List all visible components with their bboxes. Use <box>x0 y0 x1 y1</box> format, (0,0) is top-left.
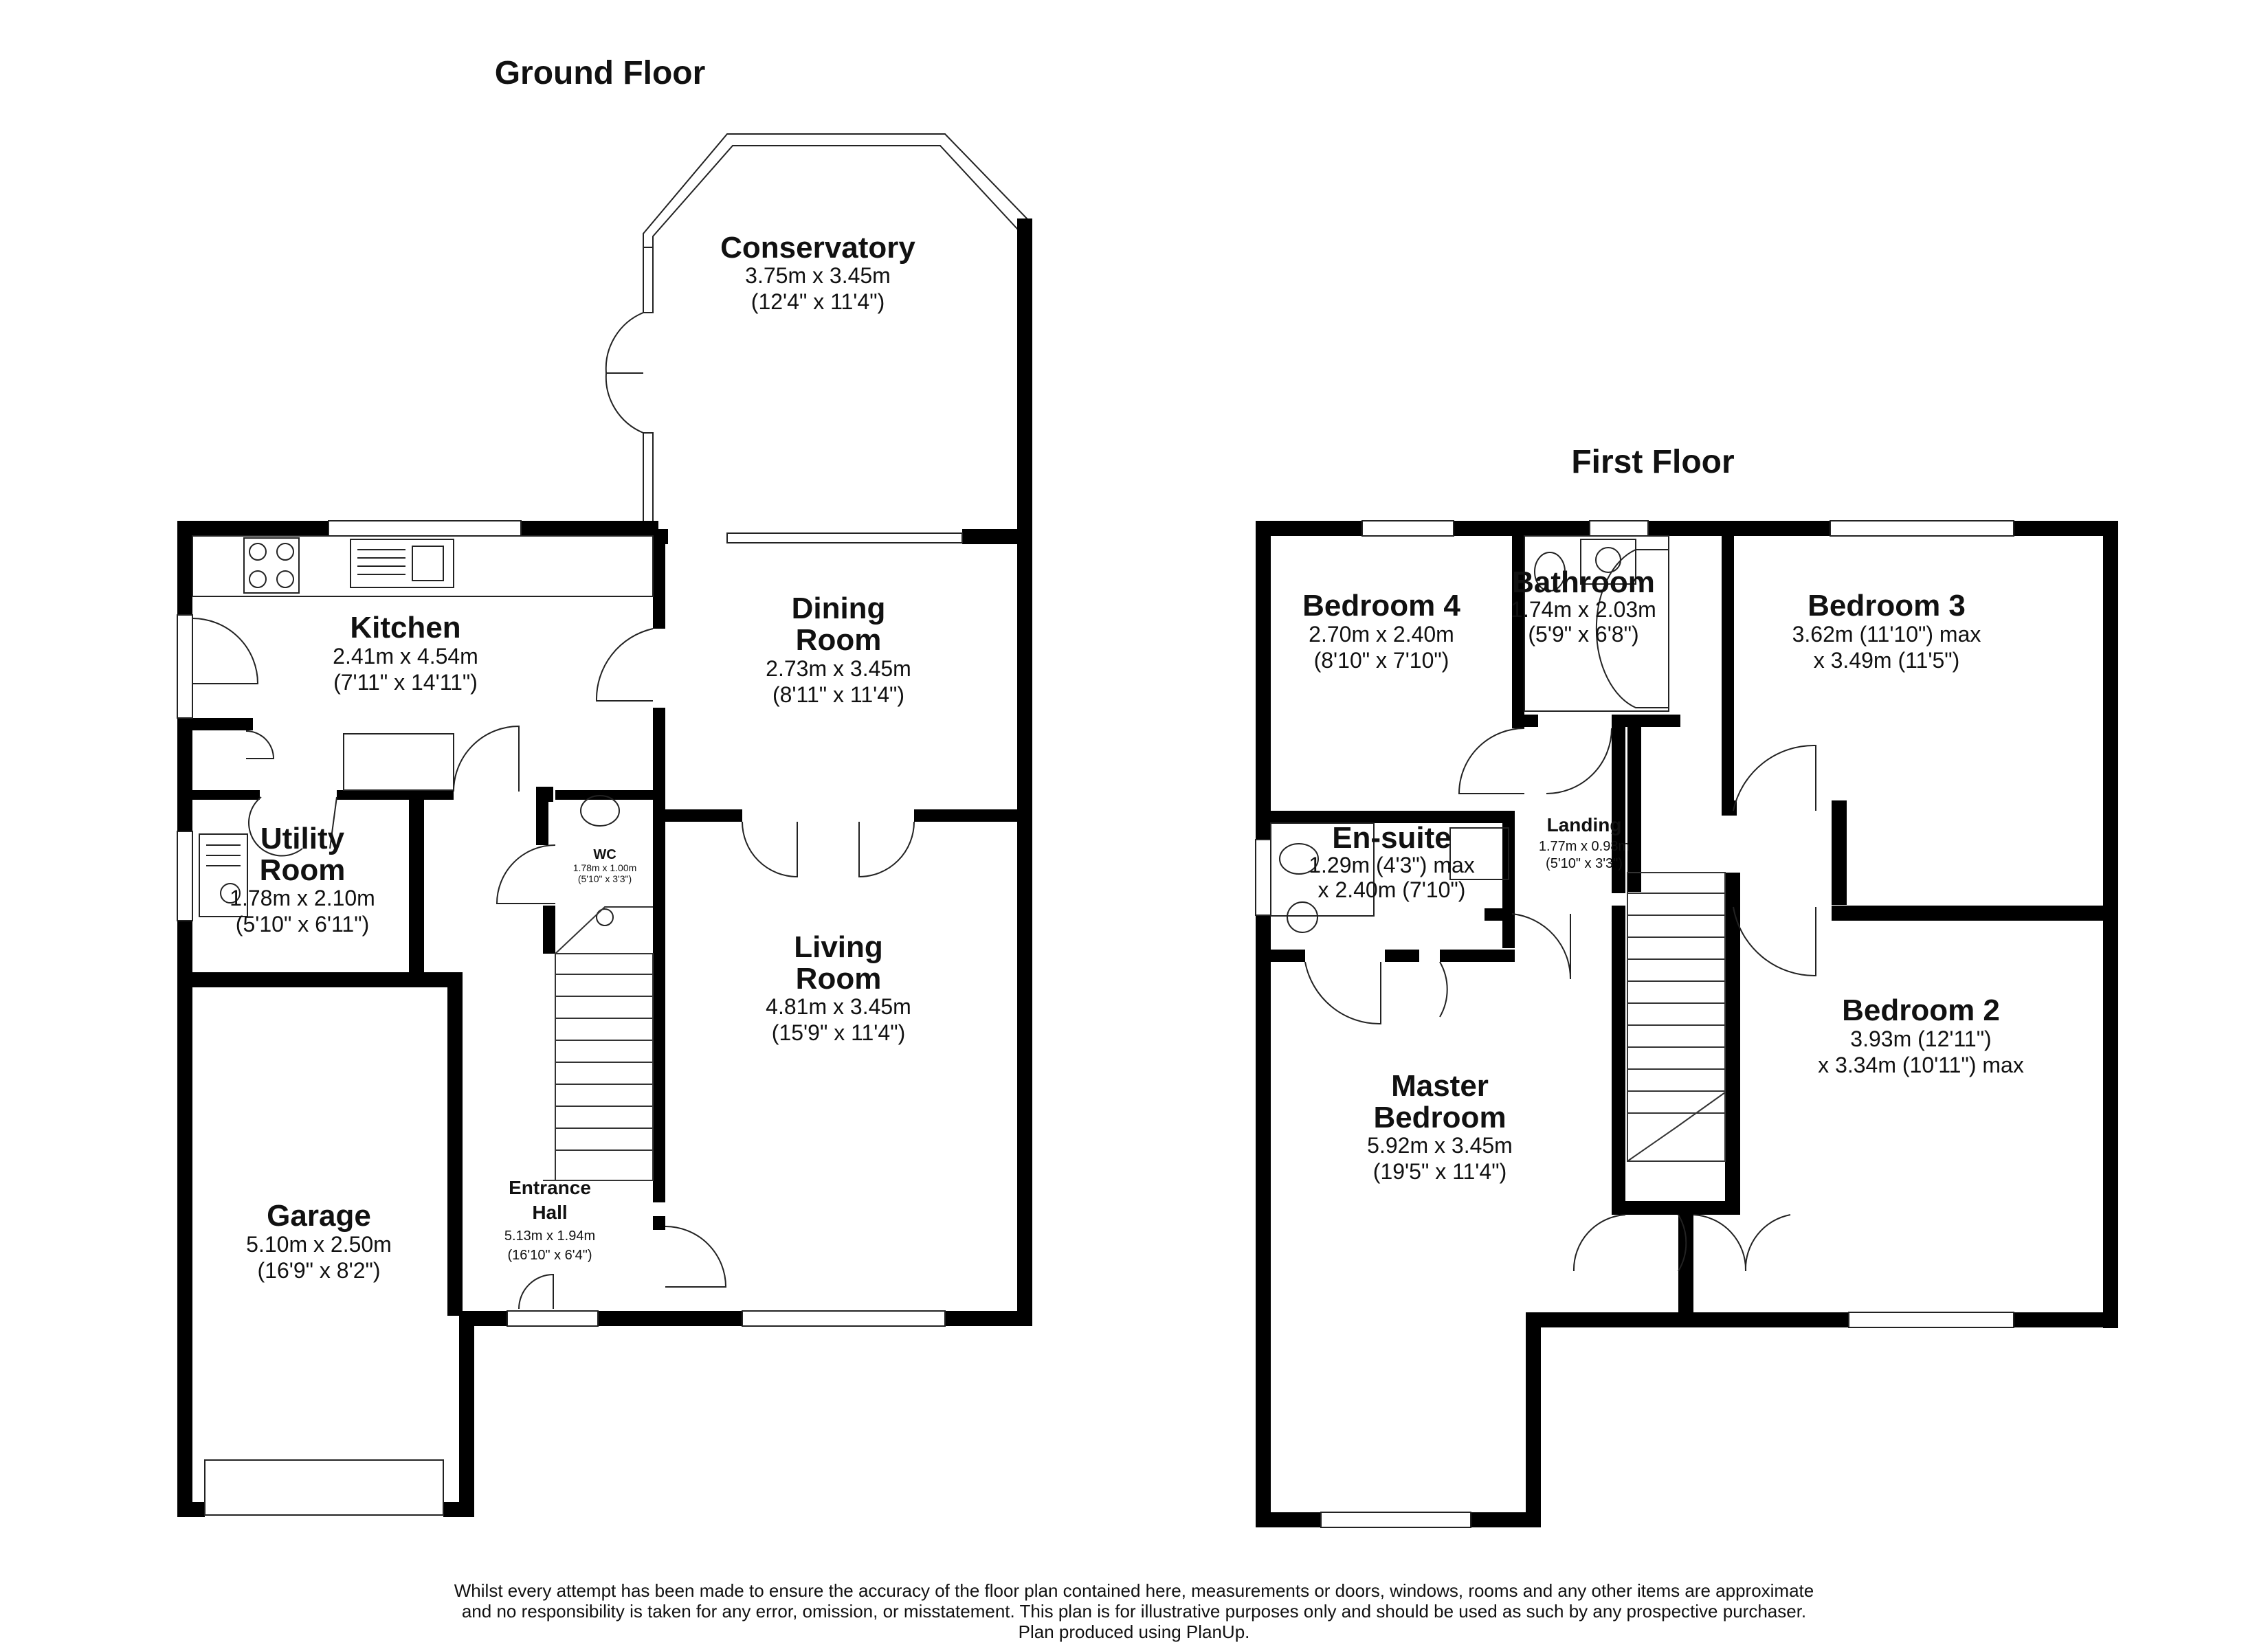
garage-name: Garage <box>267 1199 371 1233</box>
wc-name: WC <box>593 847 616 862</box>
kitchen-name: Kitchen <box>350 611 460 644</box>
master-metric: 5.92m x 3.45m <box>1367 1133 1513 1158</box>
room-label-dining: Dining Room 2.73m x 3.45m (8'11" x 11'4"… <box>766 592 911 707</box>
conservatory-metric: 3.75m x 3.45m <box>745 263 891 288</box>
room-label-garage: Garage 5.10m x 2.50m (16'9" x 8'2") <box>246 1199 392 1283</box>
bedroom3-name: Bedroom 3 <box>1808 589 1966 622</box>
ground-doors <box>192 618 915 1310</box>
living-metric: 4.81m x 3.45m <box>766 994 911 1019</box>
dining-name-line2: Room <box>796 623 882 657</box>
garage-metric: 5.10m x 2.50m <box>246 1232 392 1257</box>
utility-imperial: (5'10" x 6'11") <box>236 912 369 936</box>
dining-metric: 2.73m x 3.45m <box>766 656 911 681</box>
ensuite-line2: x 2.40m (7'10") <box>1318 877 1466 902</box>
utility-name-line2: Room <box>260 853 346 887</box>
ground-floor-plan: Conservatory 3.75m x 3.45m (12'4" x 11'4… <box>177 133 1032 1517</box>
room-label-bedroom2: Bedroom 2 3.93m (12'11") x 3.34m (10'11"… <box>1818 994 2024 1077</box>
ground-staircase <box>543 906 654 1181</box>
entrance-metric: 5.13m x 1.94m <box>504 1229 595 1244</box>
bedroom3-line2: x 3.49m (11'5") <box>1814 648 1960 673</box>
dining-name-line1: Dining <box>792 592 886 625</box>
room-label-wc: WC 1.78m x 1.00m (5'10" x 3'3") <box>573 847 637 884</box>
room-label-bedroom4: Bedroom 4 2.70m x 2.40m (8'10" x 7'10") <box>1302 589 1460 673</box>
bedroom2-line1: 3.93m (12'11") <box>1850 1027 1991 1051</box>
bedroom2-line2: x 3.34m (10'11") max <box>1818 1053 2024 1077</box>
room-label-entrance: Entrance Hall 5.13m x 1.94m (16'10" x 6'… <box>504 1177 595 1263</box>
bathroom-imperial: (5'9" x 6'8") <box>1528 622 1638 647</box>
bathroom-name: Bathroom <box>1512 565 1655 599</box>
master-name-line2: Bedroom <box>1373 1101 1506 1134</box>
conservatory-walls <box>643 133 1032 536</box>
room-label-ensuite: En-suite 1.29m (4'3") max x 2.40m (7'10"… <box>1309 821 1475 902</box>
room-label-bathroom: Bathroom 1.74m x 2.03m (5'9" x 6'8") <box>1511 565 1656 647</box>
kitchen-fittings <box>192 535 654 926</box>
bedroom3-line1: 3.62m (11'10") max <box>1792 622 1981 647</box>
bedroom4-imperial: (8'10" x 7'10") <box>1314 648 1449 673</box>
utility-metric: 1.78m x 2.10m <box>230 886 375 910</box>
ensuite-line1: 1.29m (4'3") max <box>1309 853 1475 877</box>
landing-metric: 1.77m x 0.98m <box>1539 839 1630 854</box>
conservatory-door <box>605 312 644 434</box>
wc-imperial: (5'10" x 3'3") <box>578 873 632 884</box>
room-label-kitchen: Kitchen 2.41m x 4.54m (7'11" x 14'11") <box>333 611 478 695</box>
disclaimer-line-1: Whilst every attempt has been made to en… <box>454 1580 1814 1601</box>
conservatory-imperial: (12'4" x 11'4") <box>751 289 885 314</box>
wc-metric: 1.78m x 1.00m <box>573 862 637 873</box>
room-label-conservatory: Conservatory 3.75m x 3.45m (12'4" x 11'4… <box>720 231 915 314</box>
landing-name: Landing <box>1547 814 1622 835</box>
first-floor-title: First Floor <box>1571 444 1734 480</box>
first-floor-plan: Bedroom 4 2.70m x 2.40m (8'10" x 7'10") … <box>1255 520 2118 1528</box>
bathroom-metric: 1.74m x 2.03m <box>1511 597 1656 622</box>
utility-name-line1: Utility <box>260 822 345 855</box>
ensuite-name: En-suite <box>1332 821 1452 855</box>
entrance-imperial: (16'10" x 6'4") <box>507 1248 592 1263</box>
first-outer-walls <box>1256 521 2118 1527</box>
ground-floor-title: Ground Floor <box>495 55 706 91</box>
kitchen-metric: 2.41m x 4.54m <box>333 644 478 669</box>
room-label-utility: Utility Room 1.78m x 2.10m (5'10" x 6'11… <box>230 822 375 936</box>
room-label-living: Living Room 4.81m x 3.45m (15'9" x 11'4"… <box>766 930 911 1045</box>
first-staircase <box>1627 872 1726 1162</box>
living-name-line2: Room <box>796 962 882 996</box>
garage-imperial: (16'9" x 8'2") <box>257 1258 380 1283</box>
bedroom2-name: Bedroom 2 <box>1842 994 2000 1027</box>
dining-imperial: (8'11" x 11'4") <box>772 682 904 707</box>
bedroom4-name: Bedroom 4 <box>1302 589 1460 622</box>
room-label-master: Master Bedroom 5.92m x 3.45m (19'5" x 11… <box>1367 1069 1513 1184</box>
master-imperial: (19'5" x 11'4") <box>1373 1159 1507 1184</box>
conservatory-name: Conservatory <box>720 231 915 265</box>
entrance-name-line2: Hall <box>532 1202 567 1223</box>
room-label-bedroom3: Bedroom 3 3.62m (11'10") max x 3.49m (11… <box>1792 589 1981 673</box>
room-label-landing: Landing 1.77m x 0.98m (5'10" x 3'3") <box>1539 814 1630 871</box>
first-interior-walls <box>1271 536 2117 1325</box>
first-doors <box>1304 728 1816 1272</box>
ground-outer-walls <box>177 521 1032 1517</box>
living-name-line1: Living <box>794 930 883 964</box>
entrance-name-line1: Entrance <box>509 1177 591 1198</box>
disclaimer-line-3: Plan produced using PlanUp. <box>1018 1622 1250 1642</box>
bedroom4-metric: 2.70m x 2.40m <box>1309 622 1454 647</box>
master-name-line1: Master <box>1391 1069 1489 1103</box>
kitchen-imperial: (7'11" x 14'11") <box>333 670 478 695</box>
landing-imperial: (5'10" x 3'3") <box>1546 856 1623 871</box>
bathroom-fittings <box>1270 535 1669 933</box>
disclaimer-line-2: and no responsibility is taken for any e… <box>461 1601 1807 1622</box>
living-imperial: (15'9" x 11'4") <box>772 1020 905 1045</box>
first-windows <box>1255 520 2014 1528</box>
disclaimer: Whilst every attempt has been made to en… <box>0 1580 2268 1642</box>
